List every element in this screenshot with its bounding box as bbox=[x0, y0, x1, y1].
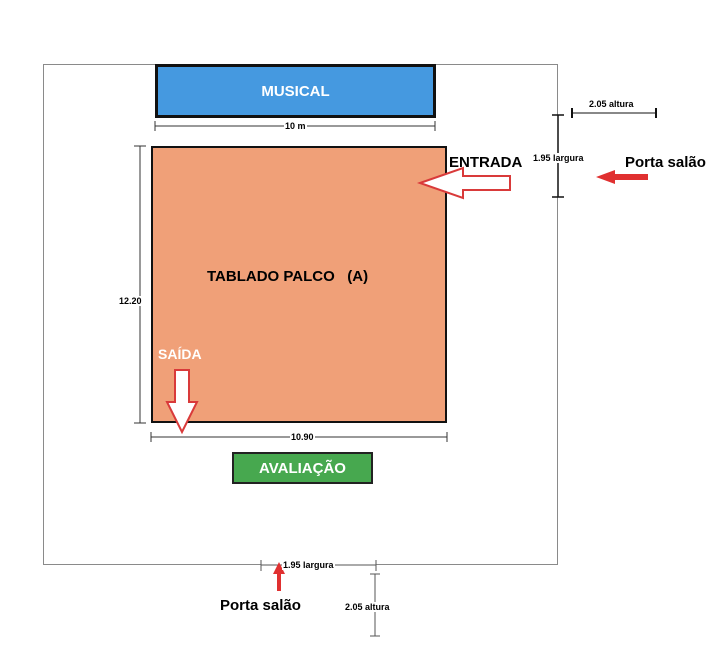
right-door-width-label: 1.95 largura bbox=[532, 153, 585, 163]
avaliacao-label: AVALIAÇÃO bbox=[259, 459, 346, 477]
porta-salao-right-label: Porta salão bbox=[625, 154, 706, 171]
saida-label: SAÍDA bbox=[158, 346, 202, 362]
porta-right-arrow-icon bbox=[596, 170, 648, 184]
stage-label: TABLADO PALCO (A) bbox=[207, 268, 369, 285]
bottom-door-height-label: 2.05 altura bbox=[344, 602, 391, 612]
right-door-height-label: 2.05 altura bbox=[588, 99, 635, 109]
saida-arrow-icon bbox=[165, 369, 199, 435]
stage-height-label: 12.20 bbox=[118, 296, 143, 306]
musical-width-label: 10 m bbox=[284, 121, 307, 131]
musical-label: MUSICAL bbox=[261, 82, 330, 100]
dimension-line-stage-height bbox=[134, 145, 146, 424]
entrada-arrow-icon bbox=[416, 166, 511, 200]
musical-area: MUSICAL bbox=[155, 64, 436, 118]
bottom-door-width-label: 1.95 largura bbox=[282, 560, 335, 570]
avaliacao-area: AVALIAÇÃO bbox=[232, 452, 373, 484]
stage-width-label: 10.90 bbox=[290, 432, 315, 442]
entrada-label: ENTRADA bbox=[449, 154, 523, 171]
dimension-line-right-door-height bbox=[571, 108, 657, 118]
porta-salao-bottom-label: Porta salão bbox=[220, 597, 301, 614]
stage-area bbox=[151, 146, 447, 423]
